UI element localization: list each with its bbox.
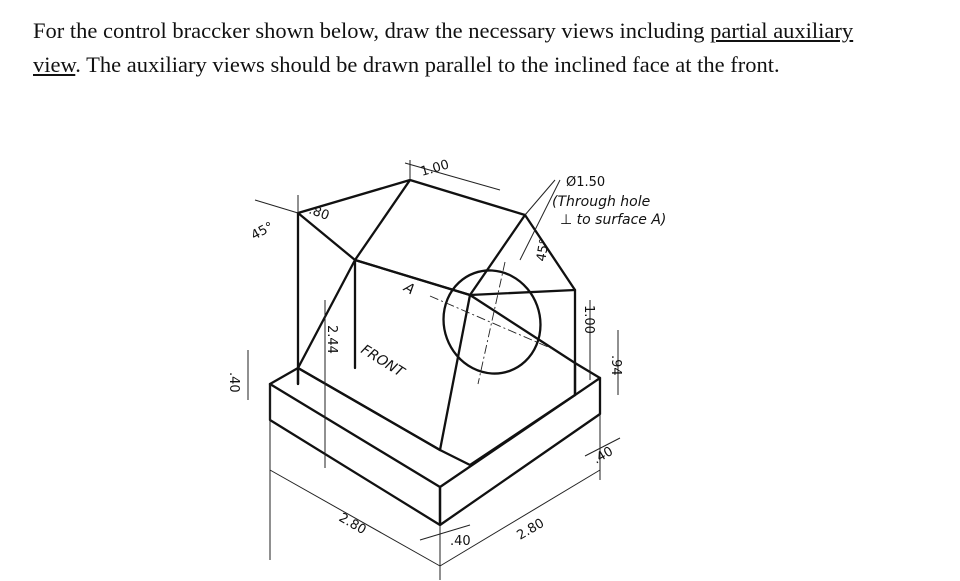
through-hole	[429, 261, 556, 385]
dim-right-small: .94	[608, 355, 623, 376]
dim-right-tab: .40	[591, 444, 616, 467]
dim-front-tab: .40	[450, 534, 471, 549]
problem-text-after: . The auxiliary views should be drawn pa…	[75, 52, 780, 77]
surface-a-label: A	[400, 279, 417, 298]
underlined-view: view	[33, 52, 76, 77]
problem-statement: For the control braccker shown below, dr…	[33, 14, 933, 82]
dim-angle-left: 45°	[249, 219, 276, 243]
dim-top-offset: .80	[307, 203, 332, 224]
hole-note-line-1: (Through hole	[552, 194, 650, 210]
dimension-lines	[247, 160, 621, 580]
front-label: FRONT	[358, 342, 408, 382]
dim-right-height: 1.00	[581, 305, 596, 334]
dim-angle-right: 45°	[534, 237, 553, 262]
dim-length-right: 2.80	[515, 516, 548, 543]
underlined-partial-auxiliary: partial auxiliary	[710, 18, 854, 43]
dim-top-width: 1.00	[419, 157, 451, 179]
dim-height: 2.44	[324, 325, 339, 354]
dim-base-thickness: .40	[226, 372, 241, 393]
hole-diameter-label: Ø1.50	[566, 175, 605, 190]
problem-text-before: For the control braccker shown below, dr…	[33, 18, 711, 43]
hole-note-line-2: ⊥ to surface A)	[560, 212, 666, 228]
bracket-outline	[268, 178, 602, 527]
dim-length-left: 2.80	[336, 510, 369, 537]
